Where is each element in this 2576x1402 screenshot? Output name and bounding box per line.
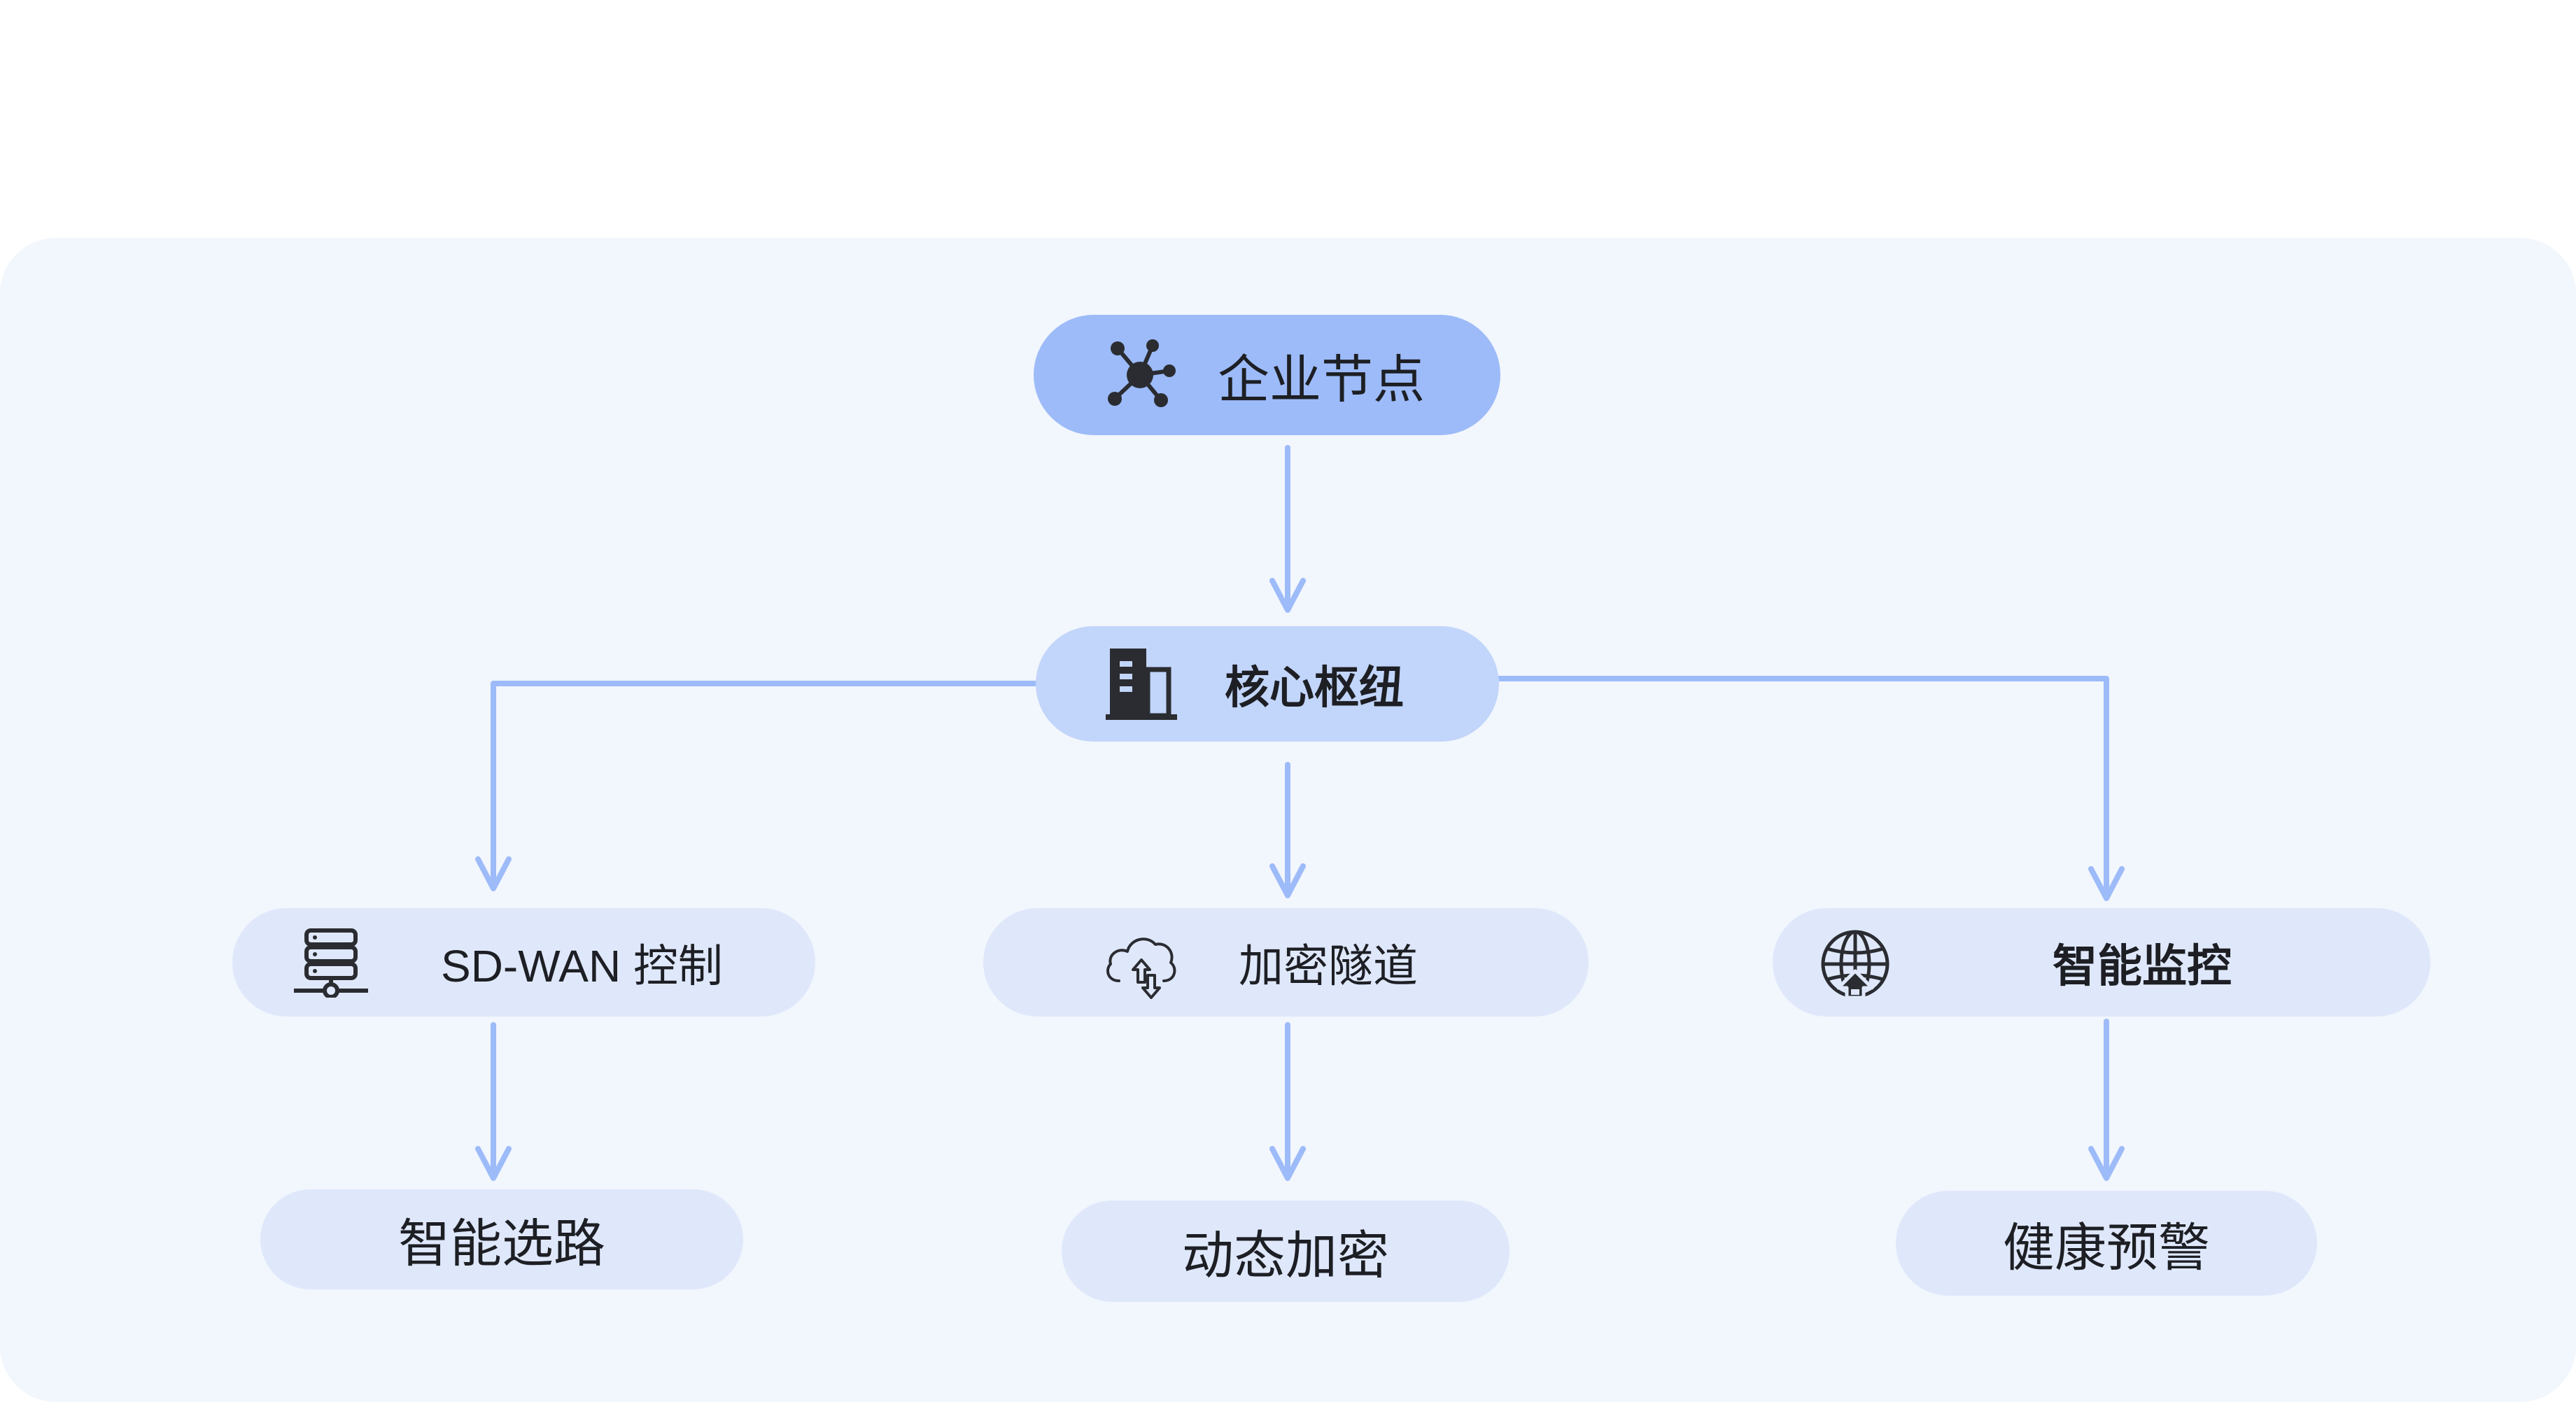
routing-node-label: 智能选路 [398,1214,605,1274]
arrow-core-to-monitor [1495,676,2125,901]
arrow-monitor-to-alert [2088,1019,2125,1181]
core-node: 核心枢纽 [1036,626,1499,742]
globe-upload-icon [1819,928,1892,1000]
arrow-sdwan-to-routing [475,1022,512,1181]
hub-network-icon [1104,339,1176,411]
encrypt-node-label: 动态加密 [1182,1226,1389,1286]
alert-node-label: 健康预警 [2003,1217,2210,1278]
enterprise-node-label: 企业节点 [1218,349,1425,410]
sdwan-node-label: SD-WAN 控制 [441,940,723,991]
core-node-label: 核心枢纽 [1225,662,1404,714]
tunnel-node-label: 加密隧道 [1239,940,1418,993]
monitor-node-label: 智能监控 [2053,940,2232,993]
arrow-core-to-sdwan [475,681,1039,891]
arrow-core-to-tunnel [1269,762,1306,898]
arrow-enterprise-to-core [1269,445,1306,613]
encrypt-node: 动态加密 [1062,1201,1509,1302]
routing-node: 智能选路 [260,1189,743,1289]
server-network-icon [293,928,369,999]
alert-node: 健康预警 [1896,1191,2317,1296]
cloud-sync-icon [1102,928,1179,1000]
arrow-tunnel-to-encrypt [1269,1022,1306,1181]
enterprise-node: 企业节点 [1034,315,1500,435]
tunnel-node: 加密隧道 [983,908,1589,1017]
building-icon [1106,646,1177,721]
monitor-node: 智能监控 [1773,908,2430,1017]
sdwan-node: SD-WAN 控制 [232,908,815,1017]
